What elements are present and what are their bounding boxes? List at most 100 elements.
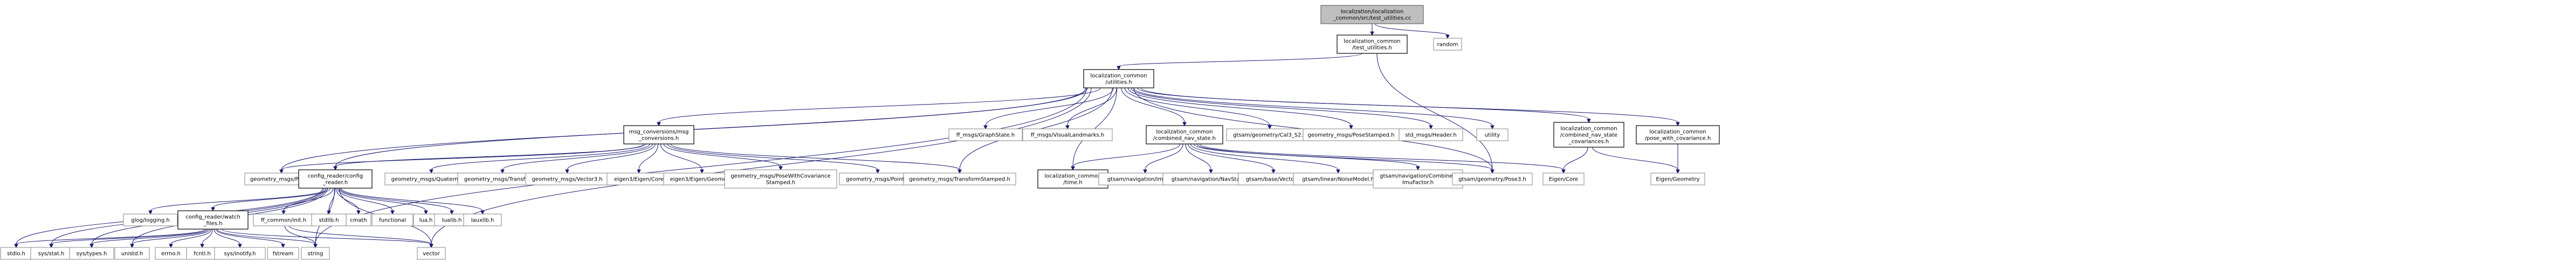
- node-label: vector: [423, 251, 440, 257]
- graph-node-combined-nav-state[interactable]: localization_common/combined_nav_state.h: [1146, 125, 1223, 144]
- graph-node-eigen-core: Eigen/Core: [1542, 173, 1585, 185]
- node-box: [1022, 128, 1113, 141]
- node-label: config_reader/config: [308, 174, 363, 180]
- graph-node-cnsc[interactable]: localization_common/combined_nav_state_c…: [1553, 122, 1624, 148]
- edge-arrowhead: [1268, 125, 1272, 130]
- graph-node-pose3: gtsam/geometry/Pose3.h: [1452, 173, 1533, 185]
- node-box: [948, 128, 1023, 141]
- node-label: /pose_with_covariance.h: [1645, 136, 1711, 142]
- node-box: [267, 247, 299, 260]
- edge-combined-nav-state-to-time-h: [1072, 143, 1181, 167]
- node-label: msg_conversions/msg: [629, 129, 689, 135]
- graph-node-random: random: [1433, 38, 1462, 51]
- graph-node-time-h[interactable]: localization_common/time.h: [1037, 169, 1108, 189]
- node-box: [1553, 122, 1624, 148]
- edge-cnsc-to-eigen-geometry: [1592, 147, 1678, 170]
- node-label: geometry_msgs/Quaternion.h: [391, 177, 472, 183]
- node-label: localization_common: [1090, 73, 1147, 79]
- node-box: [301, 247, 330, 260]
- node-label: localization_common: [1560, 126, 1617, 132]
- node-label: random: [1437, 42, 1458, 48]
- edge-arrowhead: [130, 244, 134, 249]
- graph-node-fstream: fstream: [267, 247, 299, 260]
- graph-node-ff-common-init: ff_common/init.h: [253, 213, 314, 226]
- edge-utilities-h-to-ff-graphstate: [985, 87, 1114, 126]
- edge-arrowhead: [1561, 169, 1566, 174]
- edge-utilities-h-to-time-h: [1072, 87, 1118, 167]
- node-label: std_msgs/Header.h: [1405, 133, 1456, 139]
- node-label: gtsam/navigation/NavState.h: [1172, 177, 1250, 183]
- node-label: sys/stat.h: [38, 251, 64, 257]
- graph-node-pwc[interactable]: localization_common/pose_with_covariance…: [1636, 125, 1720, 144]
- graph-node-glog: glog/logging.h: [123, 213, 178, 226]
- node-label: eigen3/Eigen/Geometry: [670, 177, 734, 183]
- node-label: ImuFactor.h: [1402, 180, 1434, 186]
- graph-node-pwcs: geometry_msgs/PoseWithCovarianceStamped.…: [724, 169, 837, 189]
- edge-watch-files-to-inotify: [213, 229, 240, 245]
- edge-msg-conversions-to-quaternion: [431, 143, 650, 170]
- node-label: ff_common/init.h: [261, 218, 306, 224]
- node-label: geometry_msgs/TransformStamped.h: [909, 177, 1010, 183]
- edge-arrowhead: [1271, 169, 1276, 174]
- graph-node-string: string: [301, 247, 330, 260]
- node-label: geometry_msgs/Point.h: [846, 177, 910, 183]
- graph-node-test-utilities-h[interactable]: localization_common/test_utilities.h: [1337, 35, 1408, 54]
- edge-arrowhead: [1490, 125, 1494, 130]
- edge-arrowhead: [1117, 66, 1121, 71]
- graph-node-posestamped: geometry_msgs/PoseStamped.h: [1303, 128, 1400, 141]
- graph-node-errno: errno.h: [155, 247, 187, 260]
- graph-node-transform: geometry_msgs/Transform.h: [457, 173, 548, 185]
- edge-cnsc-to-eigen-core: [1563, 147, 1588, 170]
- edge-arrowhead: [49, 244, 53, 249]
- node-label: _covariances.h: [1568, 139, 1609, 145]
- node-box: [1373, 169, 1463, 189]
- graph-node-base-vector: gtsam/base/Vector.h: [1238, 173, 1309, 185]
- graph-node-inotify: sys/inotify.h: [214, 247, 266, 260]
- edge-arrowhead: [148, 210, 153, 215]
- edge-arrowhead: [281, 244, 285, 249]
- node-label: ff_msgs/GraphState.h: [956, 133, 1015, 139]
- edge-arrowhead: [1676, 122, 1680, 127]
- graph-node-ff-visuallandmarks: ff_msgs/VisualLandmarks.h: [1022, 128, 1113, 141]
- graph-node-config-reader[interactable]: config_reader/config_reader.h: [298, 169, 373, 189]
- node-box: [1320, 5, 1424, 24]
- edge-msg-conversions-to-point: [667, 143, 878, 170]
- node-label: _conversions.h: [638, 136, 679, 142]
- edge-arrowhead: [1182, 122, 1187, 127]
- graph-node-utilities-h[interactable]: localization_common/utilities.h: [1083, 69, 1154, 88]
- node-box: [623, 125, 694, 144]
- edge-ff-common-init-to-string: [284, 225, 316, 245]
- edge-watch-files-to-vector: [221, 229, 432, 245]
- edge-arrowhead: [211, 207, 215, 212]
- node-label: /combined_nav_state.h: [1153, 136, 1216, 142]
- edge-arrowhead: [500, 169, 505, 174]
- graph-node-stdlib: stdlib.h: [311, 213, 347, 226]
- edge-msg-conversions-to-eigen-core-top: [638, 143, 659, 170]
- graph-node-watch-files[interactable]: config_reader/watch_files.h: [177, 210, 249, 230]
- edge-config-reader-to-lualib: [340, 188, 452, 211]
- edge-watch-files-to-unistd: [132, 229, 210, 245]
- node-label: lualib.h: [442, 218, 462, 224]
- edge-config-reader-to-watch-files: [212, 188, 331, 208]
- edge-config-reader-to-glog: [150, 188, 328, 211]
- node-box: [371, 213, 414, 226]
- edge-arrowhead: [1209, 169, 1213, 174]
- node-label: unistd.h: [121, 251, 143, 257]
- edge-watch-files-to-string: [217, 229, 316, 245]
- edge-arrowhead: [169, 244, 173, 249]
- node-label: gtsam/linear/NoiseModel.h: [1302, 177, 1374, 183]
- edge-arrowhead: [637, 169, 641, 174]
- node-box: [1433, 38, 1462, 51]
- edge-arrowhead: [281, 210, 286, 215]
- node-label: _common/src/test_utilities.cc: [1333, 16, 1411, 22]
- node-label: fcntl.h: [194, 251, 211, 257]
- graph-node-unistd: unistd.h: [114, 247, 150, 260]
- node-label: sys/inotify.h: [224, 251, 256, 257]
- node-box: [1399, 128, 1463, 141]
- graph-node-msg-conversions[interactable]: msg_conversions/msg_conversions.h: [623, 125, 694, 144]
- node-box: [298, 169, 373, 189]
- node-label: lua.h: [419, 218, 433, 224]
- edge-utilities-h-to-cnsc: [1137, 87, 1589, 120]
- node-label: localization_common: [1344, 39, 1400, 45]
